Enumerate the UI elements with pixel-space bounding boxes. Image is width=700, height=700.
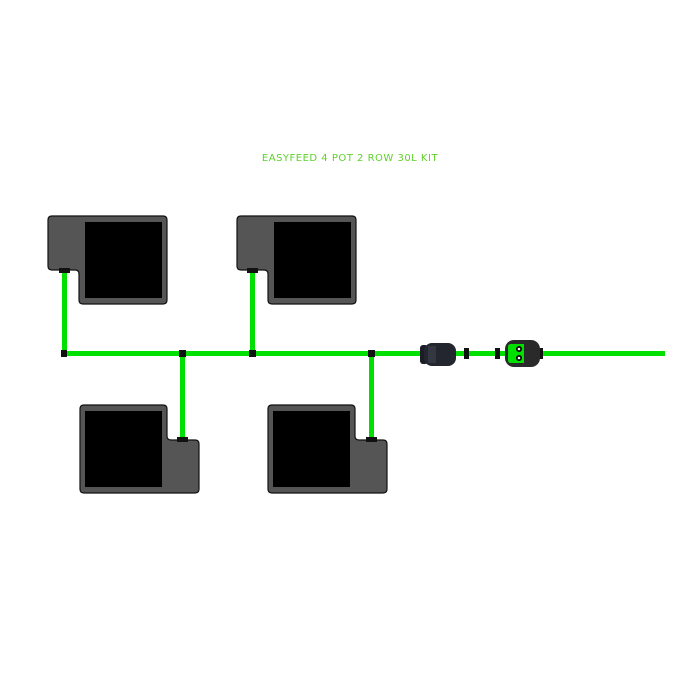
pot-top-1	[47, 215, 168, 305]
branch-pipe-bottom-1	[180, 353, 185, 439]
main-feed-pipe	[62, 351, 665, 356]
branch-pipe-top-2	[250, 270, 255, 354]
pot-top-2	[236, 215, 357, 305]
pot-connector	[366, 437, 377, 442]
branch-pipe-bottom-2	[369, 353, 374, 439]
branch-pipe-top-1	[62, 270, 67, 354]
pot-bottom-1	[79, 404, 200, 494]
pot-connector	[177, 437, 188, 442]
filter-icon	[420, 343, 469, 366]
pot-connector	[59, 268, 70, 273]
valve-timer-icon	[495, 340, 543, 367]
tee-joints	[61, 350, 375, 357]
diagram-title: EASYFEED 4 POT 2 ROW 30L KIT	[261, 153, 439, 164]
pot-connector	[247, 268, 258, 273]
pot-bottom-2	[267, 404, 388, 494]
